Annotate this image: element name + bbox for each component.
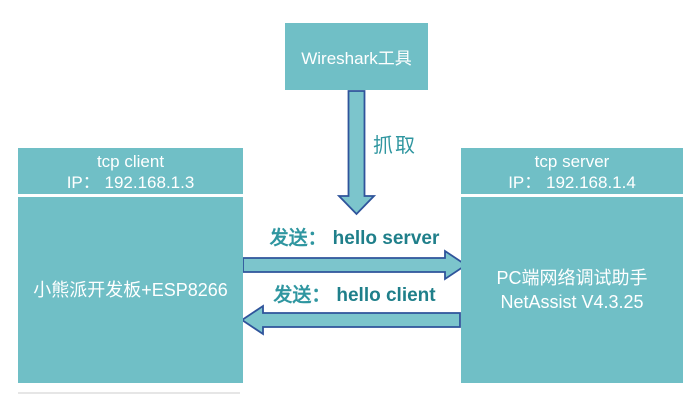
client-body-label: 小熊派开发板+ESP8266 [33,280,228,300]
wireshark-box: Wireshark工具 [285,23,428,90]
server-header-divider [461,194,683,197]
server-box-header: tcp server IP： 192.168.1.4 [461,148,683,194]
client-box-header: tcp client IP： 192.168.1.3 [18,148,243,194]
client-box: tcp client IP： 192.168.1.3 小熊派开发板+ESP826… [18,148,243,383]
server-body-line2: NetAssist V4.3.25 [500,292,644,312]
client-box-body: 小熊派开发板+ESP8266 [18,197,243,383]
send-server-prefix: 发送： [269,228,327,249]
send-client-text: hello client [336,285,436,306]
client-title: tcp client [96,152,165,171]
bottom-artifact-line [18,392,240,394]
send-right-arrow-icon [242,249,468,281]
server-ip: IP： 192.168.1.4 [508,173,636,192]
server-box: tcp server IP： 192.168.1.4 PC端网络调试助手 Net… [461,148,683,383]
client-header-divider [18,194,243,197]
send-client-message: 发送：hello client [243,280,466,307]
server-box-body: PC端网络调试助手 NetAssist V4.3.25 [461,197,683,383]
send-client-prefix: 发送： [273,285,331,306]
server-body-line1: PC端网络调试助手 [496,268,648,288]
capture-label: 抓取 [373,135,417,157]
client-ip: IP： 192.168.1.3 [66,173,195,192]
send-server-message: 发送：hello server [243,223,466,250]
capture-down-arrow-icon [336,90,377,216]
send-server-text: hello server [332,228,440,249]
send-left-arrow-icon [240,304,461,336]
server-title: tcp server [534,152,610,171]
wireshark-label: Wireshark工具 [301,49,412,68]
